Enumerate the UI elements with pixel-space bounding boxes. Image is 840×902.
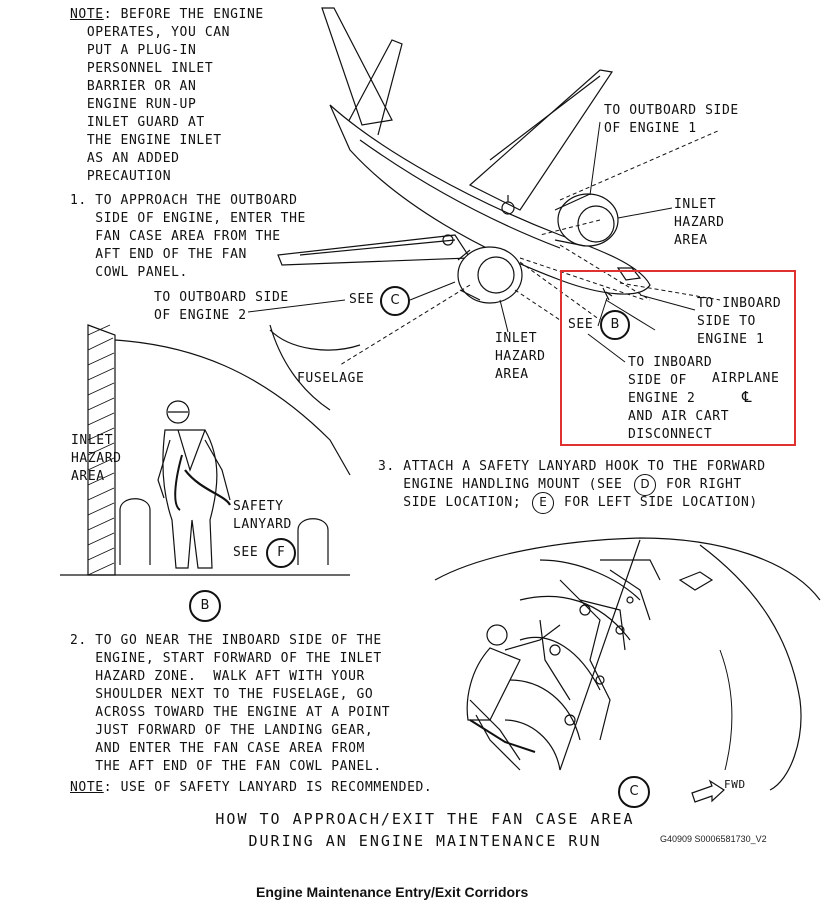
step-2-text: 2. TO GO NEAR THE INBOARD SIDE OF THE EN…	[70, 633, 391, 774]
figure-caption: Engine Maintenance Entry/Exit Corridors	[256, 884, 529, 900]
airplane-drawing	[269, 7, 651, 351]
highlight-box-inboard-area	[560, 270, 796, 446]
step-3-line-2-b: FOR RIGHT	[666, 477, 742, 492]
step-3-line-3-a: SIDE LOCATION;	[378, 495, 522, 510]
note-bottom: NOTE: USE OF SAFETY LANYARD IS RECOMMEND…	[70, 779, 432, 797]
note-top: NOTE: BEFORE THE ENGINE OPERATES, YOU CA…	[70, 6, 264, 186]
label-inlet-hazard-area-mid: INLET HAZARD AREA	[495, 331, 546, 382]
figure-id: G40909 S0006581730_V2	[660, 834, 767, 844]
callout-d: D	[634, 474, 656, 496]
label-airplane: AIRPLANE	[712, 371, 780, 386]
technician-lanyard-drawing	[60, 324, 351, 576]
label-fuselage: FUSELAGE	[297, 371, 365, 386]
label-see-f: SEE	[233, 545, 259, 560]
callout-f: F	[266, 538, 296, 568]
engine-maintenance-drawing	[434, 537, 821, 803]
callout-c-view-label: C	[618, 776, 650, 808]
step-3-line-1: 3. ATTACH A SAFETY LANYARD HOOK TO THE F…	[378, 459, 766, 474]
note-bottom-label: NOTE	[70, 780, 104, 795]
centerline-symbol: ℄	[742, 388, 753, 406]
callout-c-top: C	[380, 286, 410, 316]
step-3-line-3-b: FOR LEFT SIDE LOCATION)	[564, 495, 758, 510]
label-safety-lanyard: SAFETY LANYARD	[233, 499, 292, 532]
callout-b-top: B	[600, 310, 630, 340]
label-inlet-hazard-area-left: INLET HAZARD AREA	[71, 433, 122, 484]
step-3-line-2: ENGINE HANDLING MOUNT (SEE	[378, 476, 622, 494]
label-to-outboard-engine-1: TO OUTBOARD SIDE OF ENGINE 1	[604, 103, 739, 136]
label-to-inboard-engine-2: TO INBOARD SIDE OF ENGINE 2 AND AIR CART…	[628, 355, 730, 442]
step-3-line-2-a: ENGINE HANDLING MOUNT (SEE	[378, 477, 623, 492]
figure-title: HOW TO APPROACH/EXIT THE FAN CASE AREA D…	[215, 810, 635, 850]
note-bottom-text: : USE OF SAFETY LANYARD IS RECOMMENDED.	[103, 780, 433, 795]
label-to-inboard-engine-1: TO INBOARD SIDE TO ENGINE 1	[697, 296, 782, 347]
callout-e: E	[532, 492, 554, 514]
label-see-c: SEE	[349, 292, 375, 307]
label-inlet-hazard-area-right: INLET HAZARD AREA	[674, 197, 725, 248]
callout-b-view-label: B	[189, 590, 221, 622]
note-top-label: NOTE	[70, 7, 104, 22]
note-top-text: : BEFORE THE ENGINE OPERATES, YOU CAN PU…	[86, 7, 264, 184]
label-see-b: SEE	[568, 317, 594, 332]
label-to-outboard-engine-2: TO OUTBOARD SIDE OF ENGINE 2	[154, 290, 289, 323]
label-fwd: FWD	[724, 778, 746, 791]
step-1-text: 1. TO APPROACH THE OUTBOARD SIDE OF ENGI…	[70, 193, 306, 280]
